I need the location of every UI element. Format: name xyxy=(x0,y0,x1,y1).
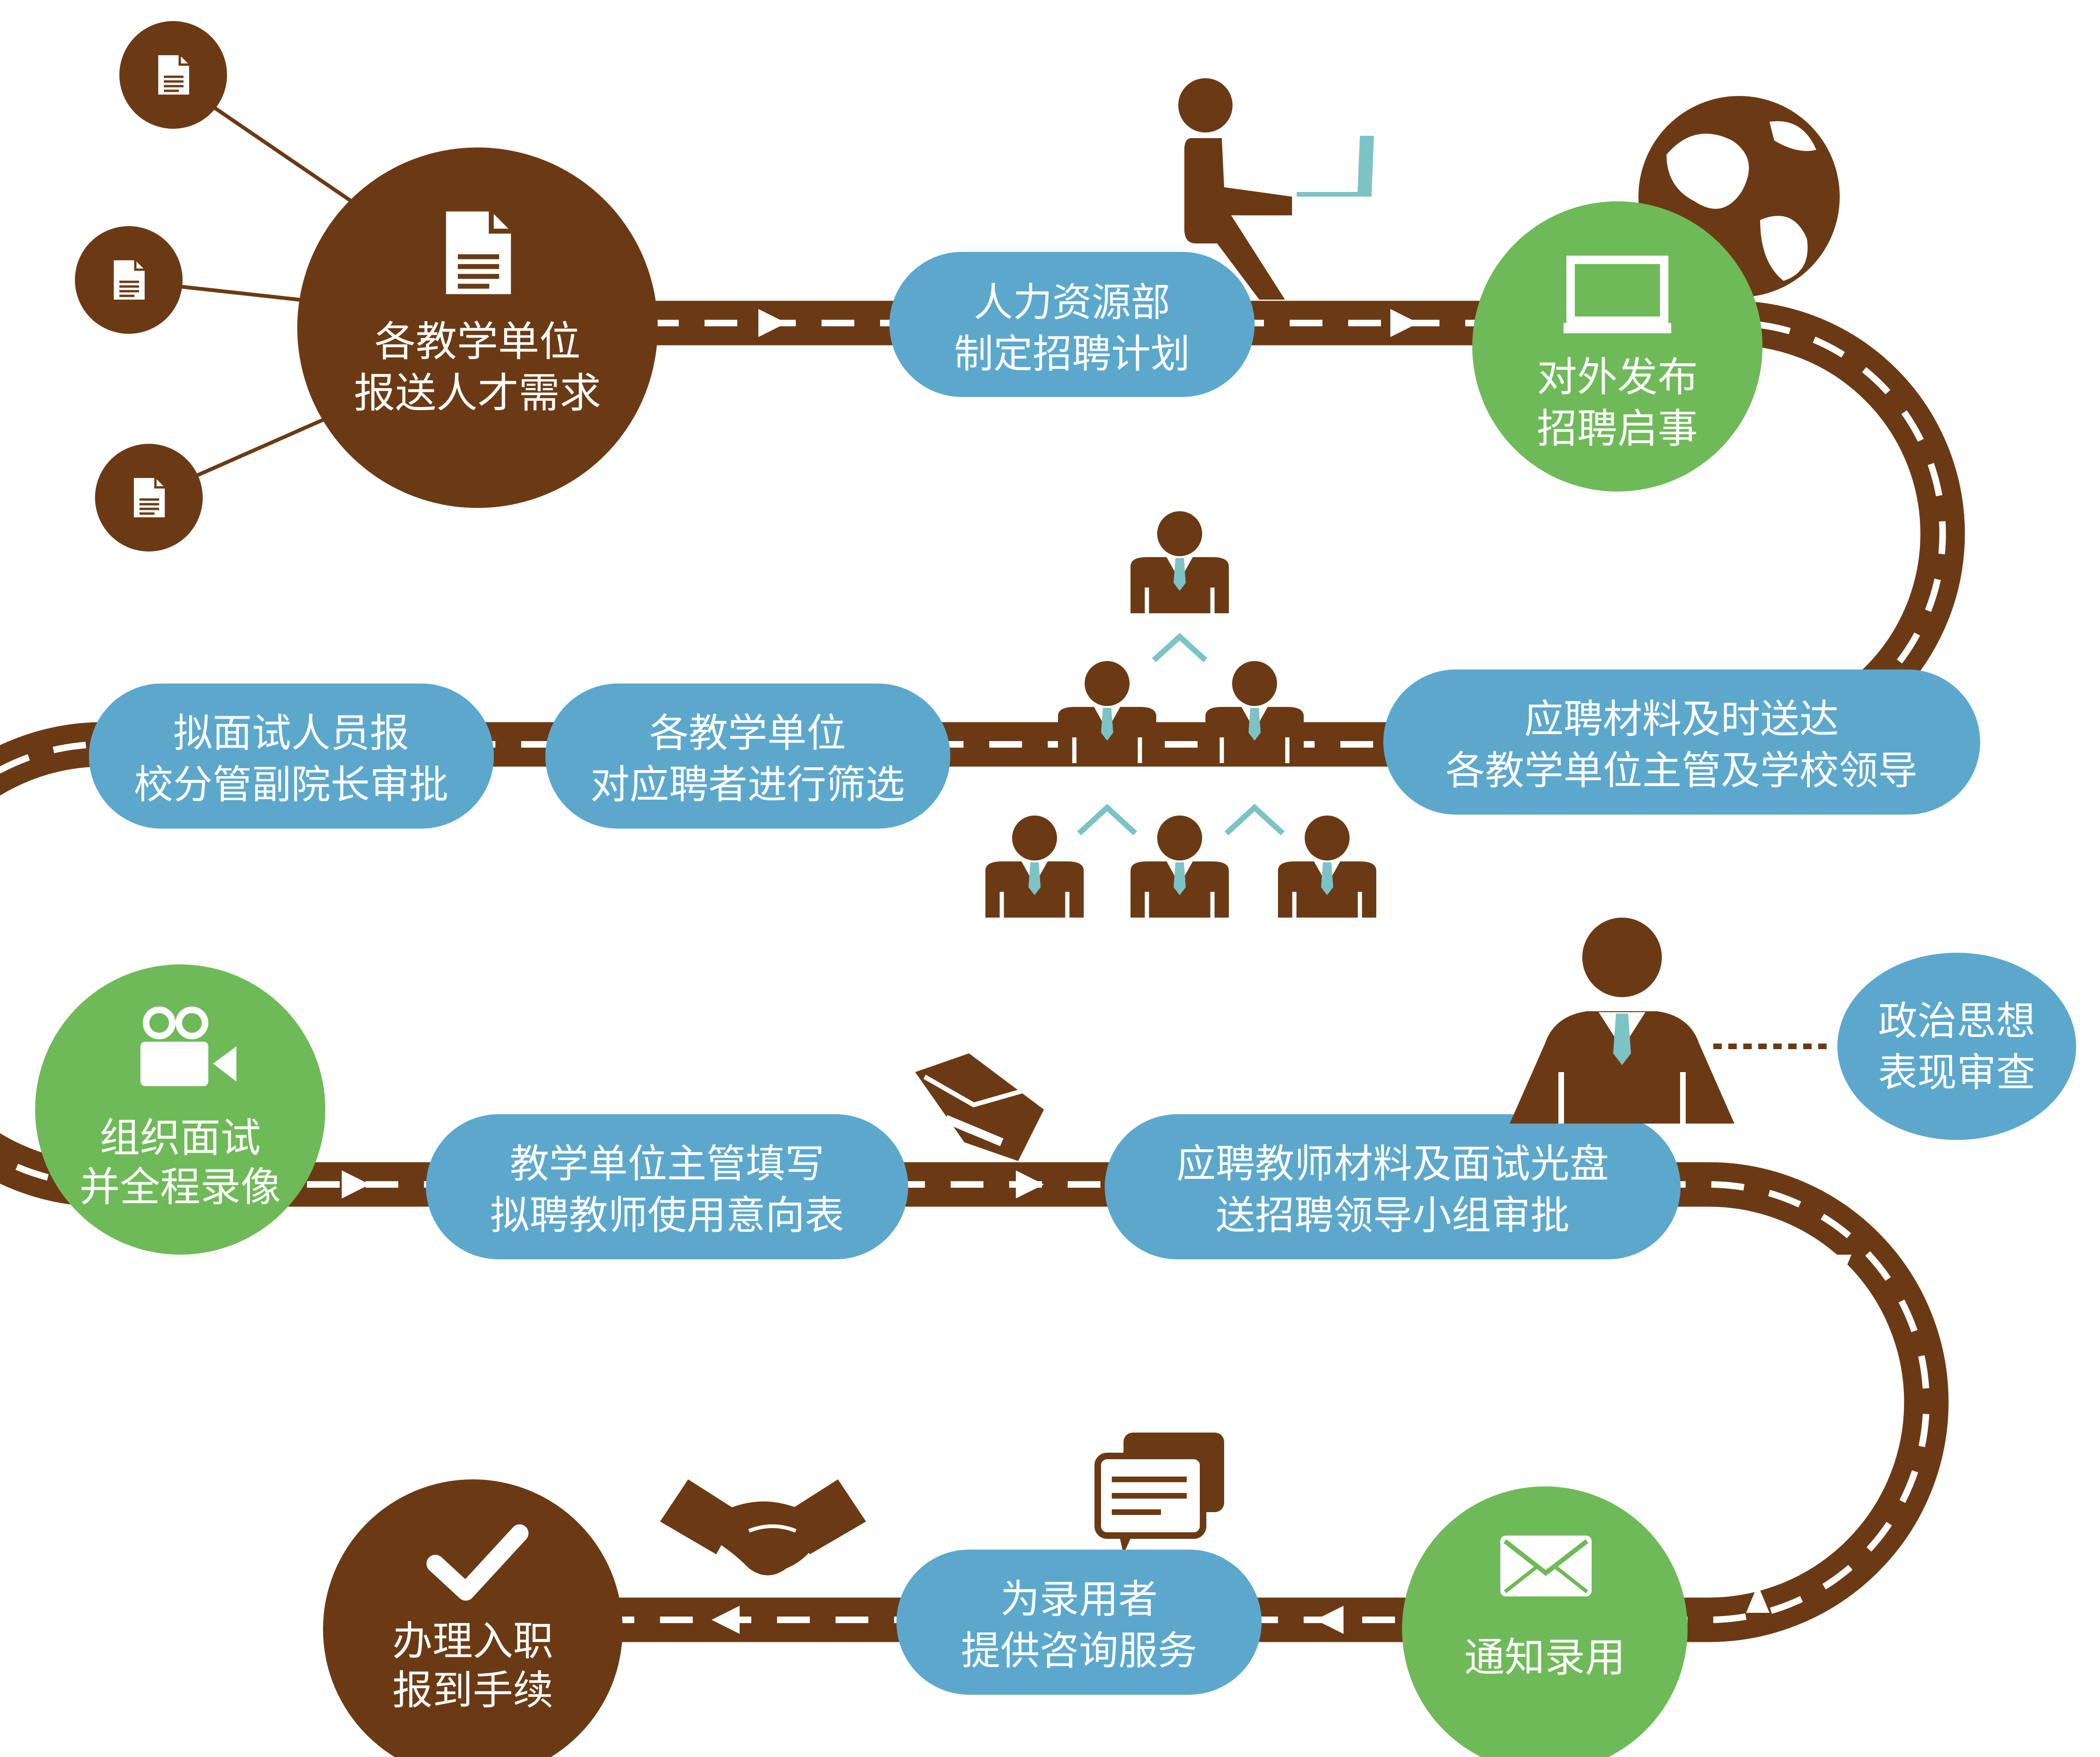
step1-circle: 各教学单位 报送人才需求 xyxy=(297,147,658,508)
road-arrow-right-2 xyxy=(1390,309,1418,337)
step3-line1: 对外发布 xyxy=(1537,354,1698,401)
manager-person-icon xyxy=(1510,918,1734,1124)
step10-line2: 表现审查 xyxy=(1878,1050,2035,1095)
road-arrow-down-2 xyxy=(82,941,105,969)
step10-oval: 政治思想 表现审查 xyxy=(1837,953,2076,1140)
step8-pill: 教学单位主管填写 拟聘教师使用意向表 xyxy=(426,1114,908,1259)
envelope-icon xyxy=(1500,1536,1592,1596)
step12-line1: 为录用者 xyxy=(1000,1576,1158,1622)
step9-line2: 送招聘领导小组审批 xyxy=(1216,1192,1570,1238)
step5-line1: 各教学单位 xyxy=(649,710,846,756)
step7-circle: 组织面试 并全程录像 xyxy=(35,964,325,1255)
laptop-icon xyxy=(1564,256,1671,333)
step5-line2: 对应聘者进行筛选 xyxy=(590,762,905,808)
chat-bubbles-icon xyxy=(1094,1433,1224,1554)
step3-circle: 对外发布 招聘启事 xyxy=(1472,201,1762,492)
step6-pill: 拟面试人员报 校分管副院长审批 xyxy=(89,684,494,829)
document-icon xyxy=(134,478,165,517)
step12-pill: 为录用者 提供咨询服务 xyxy=(896,1550,1262,1695)
org-hierarchy-icon xyxy=(985,511,1376,918)
step4-line1: 应聘材料及时送达 xyxy=(1524,696,1839,742)
step10-line1: 政治思想 xyxy=(1878,998,2035,1044)
road-arrow-down-1 xyxy=(1868,492,1891,520)
step7-line2: 并全程录像 xyxy=(80,1164,281,1211)
step3-line2: 招聘启事 xyxy=(1537,405,1698,452)
step6-line2: 校分管副院长审批 xyxy=(134,762,448,808)
step5-pill: 各教学单位 对应聘者进行筛选 xyxy=(545,684,950,829)
step7-line1: 组织面试 xyxy=(100,1115,261,1162)
road-arrow-right-4 xyxy=(1016,1170,1044,1198)
road-arrow-up-1 xyxy=(1746,1585,1770,1613)
step4-line2: 各教学单位主管及学校领导 xyxy=(1446,748,1917,794)
document-icon xyxy=(114,260,145,300)
document-icon xyxy=(446,212,511,294)
step4-pill: 应聘材料及时送达 各教学单位主管及学校领导 xyxy=(1383,669,1980,815)
step1-line1: 各教学单位 xyxy=(374,317,580,366)
step2-line2: 制定招聘计划 xyxy=(954,331,1190,377)
step8-line2: 拟聘教师使用意向表 xyxy=(490,1192,844,1238)
step2-line1: 人力资源部 xyxy=(974,279,1170,325)
person-with-laptop-icon xyxy=(1178,78,1374,300)
handshake-icon xyxy=(660,1479,866,1575)
road-arrow-right-3 xyxy=(342,1170,370,1198)
road xyxy=(0,301,1965,1642)
road-center-dashes xyxy=(0,320,1946,1623)
road-arrow-down-3 xyxy=(1828,1255,1851,1283)
video-camera-icon xyxy=(140,1007,236,1086)
step1-line2: 报送人才需求 xyxy=(354,369,601,417)
envelope-pencil-icon xyxy=(915,1053,1044,1161)
step13-line1: 办理入职 xyxy=(392,1618,553,1665)
checkmark-icon xyxy=(426,1524,529,1601)
step11-line1: 通知录用 xyxy=(1464,1634,1625,1681)
small-doc-circle-3 xyxy=(95,444,203,551)
small-doc-circle-2 xyxy=(75,226,183,334)
step11-circle: 通知录用 xyxy=(1402,1486,1688,1757)
document-icon xyxy=(158,55,189,95)
step9-line1: 应聘教师材料及面试光盘 xyxy=(1176,1141,1609,1187)
step8-line1: 教学单位主管填写 xyxy=(510,1141,824,1187)
road-arrow-left-2 xyxy=(712,1606,740,1634)
step13-circle: 办理入职 报到手续 xyxy=(323,1479,623,1757)
step9-pill: 应聘教师材料及面试光盘 送招聘领导小组审批 xyxy=(1105,1114,1681,1259)
road-arrow-left-1 xyxy=(1315,1606,1344,1634)
step12-line2: 提供咨询服务 xyxy=(961,1628,1197,1674)
step2-pill: 人力资源部 制定招聘计划 xyxy=(889,252,1255,397)
step6-line1: 拟面试人员报 xyxy=(173,710,409,756)
step13-line2: 报到手续 xyxy=(392,1667,553,1714)
small-doc-circle-1 xyxy=(119,21,227,129)
road-arrow-right-1 xyxy=(758,309,786,337)
